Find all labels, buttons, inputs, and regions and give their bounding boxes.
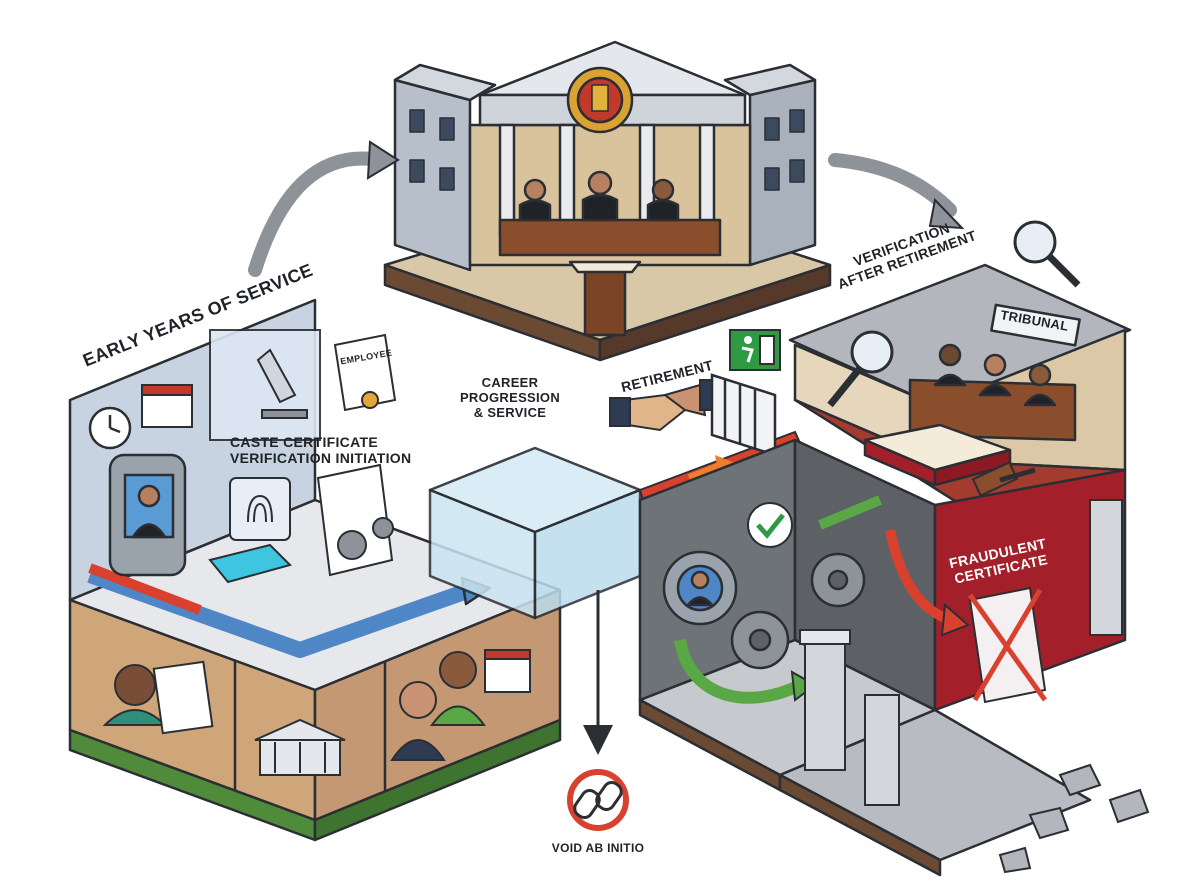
gears-icon	[316, 463, 394, 577]
arrow-to-court	[248, 151, 387, 277]
career-line-2: PROGRESSION	[459, 389, 561, 405]
rubble	[998, 763, 1150, 874]
calendar-icon	[141, 384, 193, 428]
employee-id-icon	[108, 453, 187, 577]
tribunal-block	[638, 263, 1132, 877]
arrow-from-court	[828, 153, 957, 217]
government-building-icon	[254, 718, 346, 776]
gears-system-icon	[662, 550, 866, 670]
broken-chain-icon	[567, 769, 629, 831]
magnifier-question-icon	[1013, 220, 1081, 288]
clerk-person	[102, 660, 214, 735]
caste-line-1: CASTE CERTIFICATE	[230, 434, 378, 450]
fingerprint-icon	[208, 477, 292, 584]
fraudulent-certificate-icon	[967, 586, 1048, 704]
broken-columns	[799, 499, 1123, 806]
label-caste-verification: CASTE CERTIFICATE VERIFICATION INITIATIO…	[230, 434, 411, 466]
green-double-arrow	[818, 495, 882, 530]
label-void-ab-initio: VOID AB INITIO	[551, 841, 645, 855]
career-line-1: CAREER	[481, 375, 539, 390]
magnifier-question-icon-tribunal	[827, 330, 894, 408]
red-arrow-to-fraud	[885, 529, 952, 625]
retirement-gate	[710, 373, 777, 457]
check-badge-icon	[747, 502, 793, 548]
couple-persons	[390, 649, 531, 761]
label-career-progression: CAREER PROGRESSION & SERVICE	[455, 375, 565, 421]
caste-line-2: VERIFICATION INITIATION	[230, 450, 412, 467]
gavel-icon	[971, 461, 1036, 497]
career-glass-corridor	[428, 446, 642, 620]
microscope-icon	[209, 329, 321, 441]
green-cycle-arrow	[674, 638, 803, 704]
clock-icon	[88, 406, 132, 450]
high-court-building	[383, 40, 832, 362]
exit-sign-icon	[729, 329, 781, 371]
certificate-icon	[333, 333, 397, 412]
career-line-3: & SERVICE	[473, 404, 547, 420]
